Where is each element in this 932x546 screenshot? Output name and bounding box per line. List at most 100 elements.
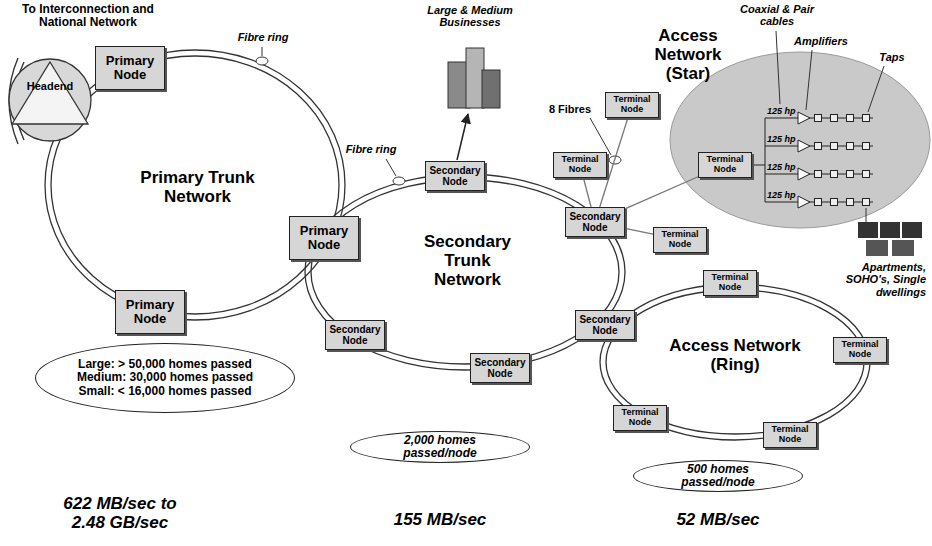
leader-line (262, 47, 263, 56)
callout-label: Coaxial & Pair cables (738, 3, 816, 28)
tap-symbol (847, 171, 854, 178)
fibre-marker (393, 177, 405, 185)
coax-distribution (753, 112, 873, 208)
tap-symbol (831, 171, 838, 178)
fibre-link (625, 177, 698, 209)
node-text: Headend (27, 80, 73, 92)
note-ellipse: Large: > 50,000 homes passedMedium: 30,0… (35, 343, 295, 413)
callout-label: 125 hp (767, 162, 797, 172)
building (466, 48, 484, 108)
node-text: Secondary Node (579, 314, 630, 336)
tap-symbol (815, 115, 822, 122)
dwelling (866, 240, 888, 256)
business-arrow (457, 114, 468, 160)
node-text: Primary Node (122, 298, 178, 327)
node-text: Terminal Node (838, 340, 882, 360)
terminal-node-box: Terminal Node (653, 227, 707, 253)
tap-symbol (831, 199, 838, 206)
callout-label: Large & Medium Businesses (420, 4, 520, 29)
node-text: Terminal Node (768, 425, 812, 445)
ring-fibre (606, 290, 864, 434)
node-text: Primary Node (102, 54, 158, 83)
primary-node-box: Primary Node (115, 290, 185, 334)
node-text: Terminal Node (708, 273, 752, 293)
secondary-node-box: Secondary Node (425, 161, 485, 191)
ring-fibre (305, 174, 625, 370)
primary-node-box: Primary Node (289, 216, 359, 260)
node-text: Terminal Node (610, 95, 654, 115)
node-text: 500 homes passed/node (660, 463, 776, 489)
secondary-fibre-ring (305, 174, 625, 370)
tap-symbol (863, 115, 870, 122)
note-ellipse: 500 homes passed/node (633, 460, 803, 492)
node-text: Secondary Node (569, 211, 620, 233)
network-title: 155 MB/sec (370, 510, 510, 529)
callout-label: 125 hp (767, 190, 797, 200)
network-title: 622 MB/sec to 2.48 GB/sec (50, 494, 190, 532)
access-fibre-ring (600, 284, 870, 440)
leader-line (386, 159, 396, 176)
headend-triangle (12, 62, 88, 124)
coax-cable (753, 165, 765, 166)
tap-symbol (831, 143, 838, 150)
secondary-node-box: Secondary Node (470, 353, 530, 383)
terminal-node-box: Terminal Node (833, 337, 887, 363)
primary-node-box: Primary Node (95, 46, 165, 90)
leader-line (776, 31, 780, 104)
node-text: Secondary Node (474, 357, 525, 379)
headend-circle: Headend (8, 58, 92, 142)
tap-symbol (831, 115, 838, 122)
tap-symbol (847, 115, 854, 122)
secondary-node-box: Secondary Node (575, 310, 635, 340)
fibre-link (625, 228, 653, 234)
leader-line (806, 50, 812, 110)
terminal-node-box: Terminal Node (703, 270, 757, 296)
note-ellipse: 2,000 homes passed/node (350, 431, 530, 463)
headend-circle (9, 59, 91, 141)
amplifier-symbol (798, 112, 810, 124)
leader-line (868, 66, 884, 112)
leader-lines (262, 31, 884, 222)
network-title: Access Network (Star) (640, 26, 736, 83)
node-text: 2,000 homes passed/node (377, 434, 503, 460)
tap-symbol (863, 143, 870, 150)
terminal-node-box: Terminal Node (763, 422, 817, 448)
amplifier-symbol (798, 168, 810, 180)
callout-label: 125 hp (767, 106, 797, 116)
dwelling (858, 222, 878, 238)
tap-symbol (863, 171, 870, 178)
fibre-link (583, 178, 591, 207)
secondary-node-box: Secondary Node (565, 207, 625, 237)
headend-symbol (8, 58, 92, 142)
node-text: Terminal Node (703, 155, 747, 175)
callout-label: Taps (872, 51, 912, 63)
network-title: 52 MB/sec (648, 510, 788, 529)
network-title: Primary Trunk Network (125, 168, 270, 206)
tap-symbol (815, 171, 822, 178)
amplifier-symbol (798, 140, 810, 152)
callout-label: Fibre ring (340, 143, 402, 155)
tap-symbol (847, 199, 854, 206)
tap-symbol (815, 199, 822, 206)
terminal-node-box: Terminal Node (698, 152, 752, 178)
secondary-node-box: Secondary Node (325, 320, 385, 350)
node-text: Terminal Node (558, 155, 602, 175)
callout-label: Apartments, SOHO's, Single dwellings (826, 261, 926, 298)
node-text: Small: < 16,000 homes passed (78, 385, 251, 398)
tap-symbol (847, 143, 854, 150)
dwelling (880, 222, 900, 238)
terminal-node-box: Terminal Node (553, 152, 607, 178)
node-text: Primary Node (296, 224, 352, 253)
node-text: Medium: 30,000 homes passed (77, 371, 253, 384)
dwelling (892, 240, 914, 256)
coax-cable (765, 118, 766, 202)
callout-label: To Interconnection and National Network (4, 3, 172, 30)
terminal-node-box: Terminal Node (613, 405, 667, 431)
node-text: Secondary Node (329, 324, 380, 346)
tap-symbol (863, 199, 870, 206)
ring-fibre (600, 284, 870, 440)
node-text: Terminal Node (618, 408, 662, 428)
callout-label: Fibre ring (232, 31, 294, 43)
fibre-marker (256, 57, 268, 65)
terminal-node-box: Terminal Node (605, 92, 659, 118)
